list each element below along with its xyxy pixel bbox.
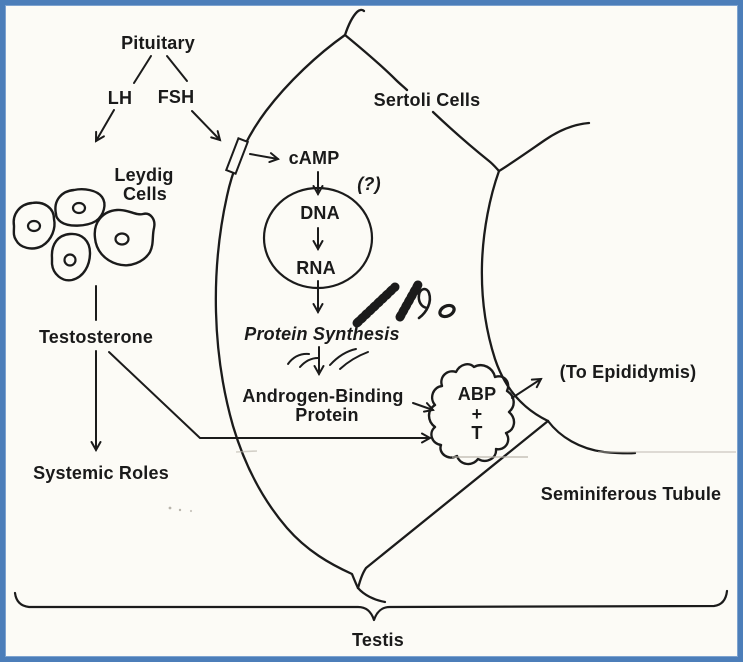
membrane-tail-right (546, 419, 637, 455)
membrane-top-hook (343, 8, 366, 37)
question-mark-label: (?) (357, 174, 381, 194)
leydig-cell (93, 208, 156, 267)
rough-er-hook (417, 287, 432, 320)
protein-synthesis-label: Protein Synthesis (244, 324, 400, 344)
er-squiggle (339, 351, 369, 370)
vesicle-abp-text: ABP (457, 384, 497, 404)
vesicle-plus-text: + (471, 404, 483, 424)
vesicle-t-text: T (471, 423, 483, 443)
systemic-roles-label: Systemic Roles (33, 463, 169, 483)
membrane-bottom-tail (356, 586, 387, 604)
lh-to-leydig-arrow (96, 109, 115, 141)
membrane-fold-arm (497, 121, 591, 173)
scan-speck (168, 506, 172, 510)
rna-label: RNA (296, 258, 336, 278)
leydig-cell (50, 232, 92, 282)
membrane-fold-upper (431, 110, 501, 173)
leydig-nucleus (114, 232, 130, 246)
vesicle-to-epididymis-arrow (511, 379, 541, 399)
leydig-nucleus (71, 201, 87, 215)
leydig-cells-drawing (12, 188, 156, 282)
membrane-left-wall (214, 33, 360, 590)
seminiferous-tubule-label: Seminiferous Tubule (540, 484, 722, 504)
testosterone-label: Testosterone (38, 327, 154, 347)
scan-speck (178, 508, 182, 512)
leydig-cells-label-line1: Leydig (114, 165, 174, 185)
receptor-to-camp-arrow (249, 154, 278, 159)
camp-label: cAMP (288, 148, 340, 168)
ribosome-scribble (352, 278, 456, 328)
arrows (96, 55, 541, 450)
er-squiggle (329, 348, 357, 366)
smooth-er-squiggles (287, 348, 369, 370)
testis-brace (13, 589, 729, 622)
membrane-lower-diagonal (356, 419, 550, 590)
leydig-nucleus (63, 253, 77, 267)
er-squiggle (299, 357, 319, 368)
sertoli-membrane (214, 8, 637, 604)
membrane-top-right (343, 33, 409, 92)
pituitary-to-fsh-line (166, 55, 188, 82)
leydig-cell (54, 188, 106, 227)
er-squiggle (287, 352, 310, 365)
fsh-to-receptor-arrow (191, 110, 220, 140)
scan-artifacts (168, 450, 736, 513)
to-epididymis-label: (To Epididymis) (559, 362, 697, 382)
scan-speck (189, 509, 193, 513)
fsh-receptor (224, 137, 250, 175)
leydig-nucleus (26, 219, 42, 233)
dna-label: DNA (300, 203, 340, 223)
androgen-binding-label-line1: Androgen-Binding (242, 386, 404, 406)
sertoli-cells-label: Sertoli Cells (373, 90, 481, 110)
fsh-label: FSH (157, 87, 195, 107)
rough-er-ring (438, 303, 456, 319)
pituitary-to-lh-line (133, 55, 152, 84)
pituitary-label: Pituitary (121, 33, 195, 53)
scan-smudge (235, 450, 258, 453)
rough-er-stroke (395, 278, 424, 322)
androgen-binding-label-line2: Protein (295, 405, 359, 425)
lh-label: LH (107, 88, 133, 108)
abp-t-vesicle-blob (427, 363, 516, 466)
rough-er-stroke (352, 282, 400, 328)
leydig-cells-label-line2: Cells (122, 184, 168, 204)
testis-label: Testis (352, 630, 404, 650)
leydig-cell (12, 201, 56, 250)
testosterone-to-vesicle-arrow (108, 351, 430, 438)
